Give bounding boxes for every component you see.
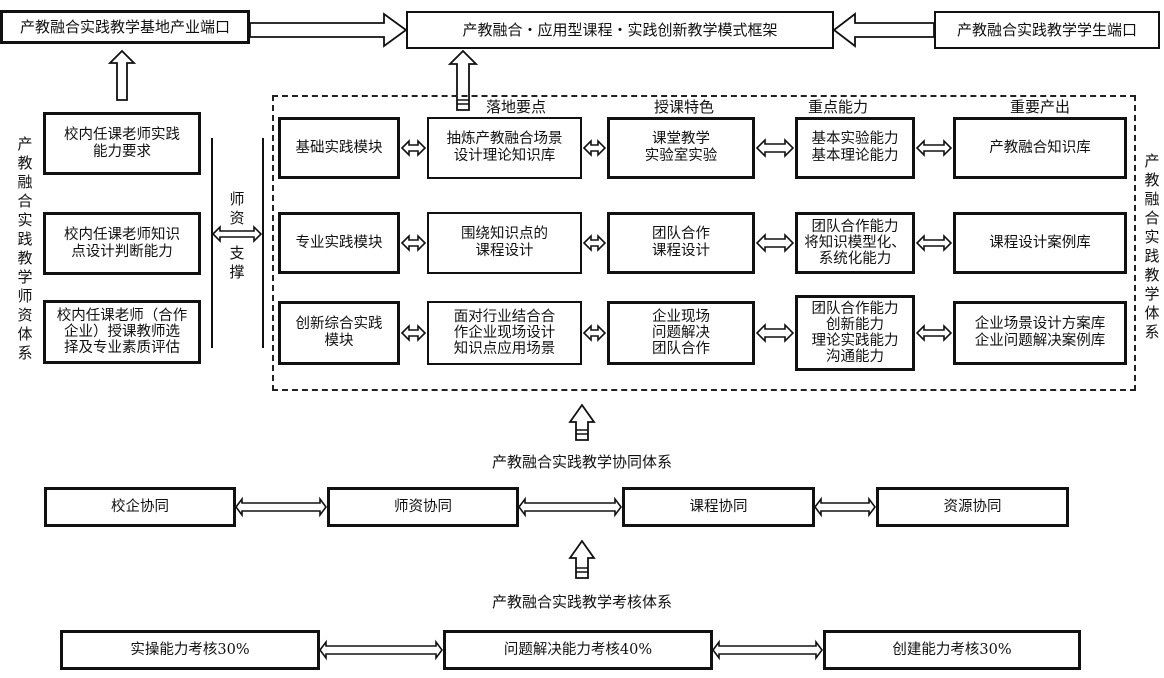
collaboration-item-text: 校企协同 (111, 498, 169, 515)
assessment-item-text: 创建能力考核30% (892, 641, 1012, 658)
student-port-box: 产教融合实践教学学生端口 (934, 11, 1160, 49)
feature-box: 课堂教学 实验室实验 (607, 117, 755, 179)
double-arrow-icon (712, 639, 823, 661)
module-label: 专业实践模块 (295, 234, 383, 251)
double-arrow-icon (400, 324, 427, 342)
key-point-text: 面对行业结合合 作企业现场设计 知识点应用场景 (453, 309, 556, 357)
double-arrow-icon (915, 139, 953, 157)
industry-port-label: 产教融合实践教学基地产业端口 (19, 17, 230, 36)
key-point-box: 抽炼产教融合场景 设计理论知识库 (427, 117, 582, 179)
key-point-text: 抽炼产教融合场景 设计理论知识库 (446, 131, 563, 164)
double-arrow-icon (755, 138, 795, 158)
output-box: 课程设计案例库 (953, 212, 1127, 274)
module-box: 基础实践模块 (278, 117, 400, 179)
output-text: 产教融合知识库 (989, 139, 1091, 156)
student-port-label: 产教融合实践教学学生端口 (956, 20, 1137, 39)
double-arrow-icon (400, 234, 427, 252)
right-arrow-icon (249, 12, 408, 48)
feature-box: 企业现场 问题解决 团队合作 (607, 301, 755, 365)
assessment-item-text: 问题解决能力考核40% (503, 641, 653, 658)
assessment-item-box: 实操能力考核30% (60, 630, 320, 670)
up-arrow-icon (107, 49, 137, 101)
ability-text: 基本实验能力 基本理论能力 (811, 131, 899, 164)
double-arrow-icon (518, 496, 622, 518)
collaboration-item-box: 师资协同 (327, 487, 519, 527)
output-box: 企业场景设计方案库 企业问题解决案例库 (953, 301, 1127, 365)
double-arrow-icon (211, 225, 263, 243)
teacher-item-text: 校内任课老师知识 点设计判断能力 (64, 226, 180, 260)
collaboration-item-box: 校企协同 (44, 487, 236, 527)
double-arrow-icon (582, 139, 607, 157)
ability-text: 团队合作能力 创新能力 理论实践能力 沟通能力 (811, 301, 899, 365)
column-header: 落地要点 (485, 98, 546, 116)
support-label-top: 师 资 (229, 190, 245, 227)
teacher-item-box: 校内任课老师知识 点设计判断能力 (43, 212, 201, 275)
industry-port-box: 产教融合实践教学基地产业端口 (0, 10, 250, 44)
key-point-box: 面对行业结合合 作企业现场设计 知识点应用场景 (427, 301, 582, 365)
double-arrow-icon (400, 139, 427, 157)
collaboration-system-label: 产教融合实践教学协同体系 (491, 453, 672, 471)
column-header: 重要产出 (1009, 98, 1070, 116)
ability-box: 基本实验能力 基本理论能力 (795, 117, 915, 179)
ability-box: 团队合作能力 创新能力 理论实践能力 沟通能力 (795, 295, 915, 371)
framework-title: 产教融合・应用型课程・实践创新教学模式框架 (462, 20, 778, 39)
up-arrow-icon (447, 49, 479, 111)
column-header: 授课特色 (653, 98, 714, 116)
double-arrow-icon (582, 324, 607, 342)
output-text: 课程设计案例库 (989, 234, 1091, 251)
feature-box: 团队合作 课程设计 (607, 212, 755, 274)
module-label: 基础实践模块 (295, 139, 383, 156)
double-arrow-icon (915, 234, 953, 252)
double-arrow-icon (319, 639, 443, 661)
teacher-item-text: 校内任课老师（合作 企业）授课教师选 择及专业素质评估 (56, 308, 188, 356)
teacher-item-box: 校内任课老师实践 能力要求 (43, 112, 201, 175)
double-arrow-icon (235, 496, 327, 518)
teaching-system-container (272, 95, 1136, 391)
collaboration-item-box: 课程协同 (622, 487, 815, 527)
collaboration-item-box: 资源协同 (876, 487, 1069, 527)
double-arrow-icon (755, 233, 795, 253)
assessment-item-box: 问题解决能力考核40% (443, 630, 713, 670)
module-box: 创新综合实践 模块 (278, 301, 400, 365)
double-arrow-icon (915, 324, 953, 342)
teacher-item-box: 校内任课老师（合作 企业）授课教师选 择及专业素质评估 (43, 300, 201, 364)
feature-text: 团队合作 课程设计 (652, 226, 710, 259)
double-arrow-icon (755, 323, 795, 343)
teacher-item-text: 校内任课老师实践 能力要求 (64, 126, 180, 160)
collaboration-item-text: 师资协同 (394, 498, 452, 515)
output-box: 产教融合知识库 (953, 117, 1127, 179)
support-label-bottom: 支 撑 (229, 244, 245, 281)
module-label: 创新综合实践 模块 (295, 316, 383, 349)
assessment-item-text: 实操能力考核30% (130, 641, 250, 658)
column-header: 重点能力 (807, 98, 868, 116)
framework-title-box: 产教融合・应用型课程・实践创新教学模式框架 (406, 11, 834, 49)
ability-box: 团队合作能力 将知识模型化、 系统化能力 (795, 212, 915, 274)
teaching-system-label: 产教融合实践教学体系 (1144, 152, 1160, 341)
output-text: 企业场景设计方案库 企业问题解决案例库 (974, 316, 1106, 349)
collaboration-item-text: 课程协同 (689, 498, 748, 515)
bracket-line-left (211, 138, 213, 348)
collaboration-item-text: 资源协同 (943, 498, 1002, 515)
feature-text: 课堂教学 实验室实验 (644, 131, 718, 164)
ability-text: 团队合作能力 将知识模型化、 系统化能力 (804, 219, 906, 267)
double-arrow-icon (814, 496, 876, 518)
teacher-system-label: 产教融合实践教学师资体系 (17, 135, 33, 362)
assessment-item-box: 创建能力考核30% (823, 630, 1081, 670)
bracket-line-right (262, 138, 264, 348)
key-point-box: 围绕知识点的 课程设计 (427, 212, 582, 274)
assessment-system-label: 产教融合实践教学考核体系 (491, 593, 672, 611)
key-point-text: 围绕知识点的 课程设计 (461, 226, 548, 259)
left-arrow-icon (832, 12, 935, 48)
feature-text: 企业现场 问题解决 团队合作 (652, 309, 710, 357)
up-arrow-icon (568, 403, 596, 441)
double-arrow-icon (582, 234, 607, 252)
module-box: 专业实践模块 (278, 212, 400, 274)
